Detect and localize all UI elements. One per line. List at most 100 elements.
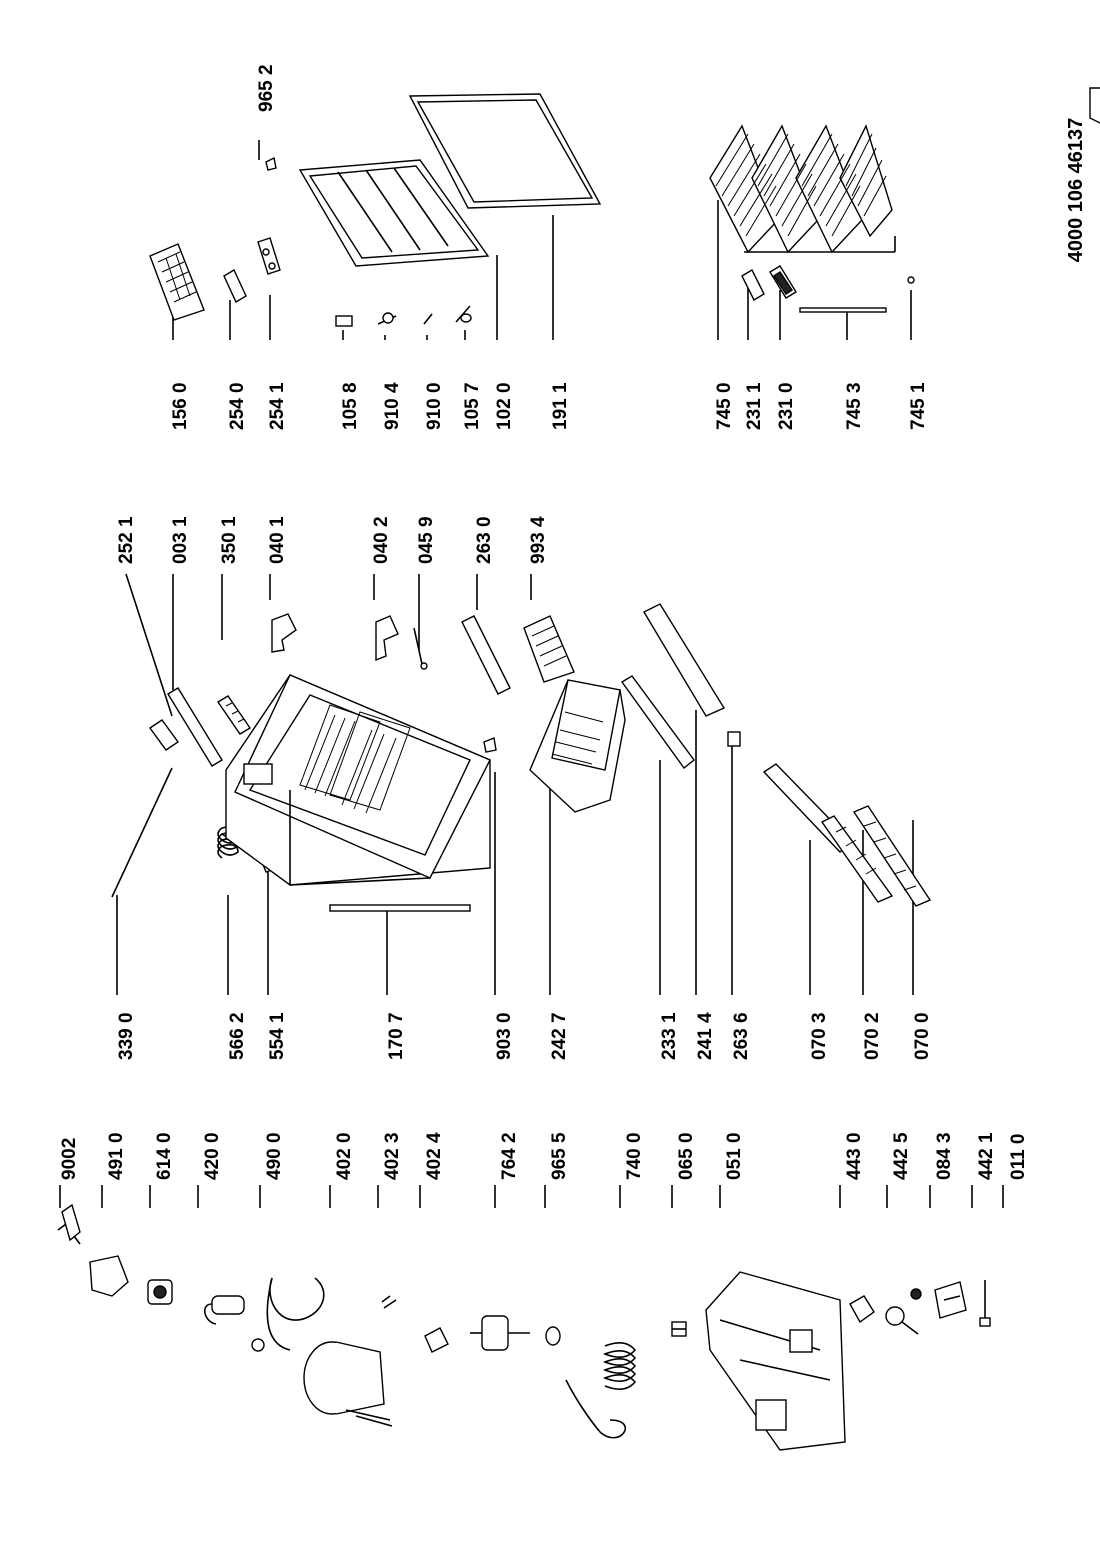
relay-icon — [57, 1203, 81, 1245]
part-label: 965 2 — [256, 64, 277, 112]
part-label: 045 9 — [416, 516, 437, 564]
part-label: 254 1 — [267, 382, 288, 430]
document-number: 4000 106 46137 — [1065, 118, 1087, 263]
switch-icon — [849, 1295, 875, 1324]
part-label: 191 1 — [550, 382, 571, 430]
part-label: 170 7 — [386, 1012, 407, 1060]
rail-drawing — [620, 675, 695, 770]
cabinet-right-parts — [149, 613, 575, 767]
trim-bar-drawing — [167, 687, 223, 767]
part-label: 402 3 — [382, 1132, 403, 1180]
wire-shelves-drawing — [709, 124, 896, 254]
part-label: 252 1 — [116, 516, 137, 564]
part-label: 420 0 — [202, 1132, 223, 1180]
part-label: 554 1 — [267, 1012, 288, 1060]
door-panel-drawing — [298, 159, 490, 267]
hinge-pin-drawing — [413, 627, 428, 670]
overload-protector-icon — [147, 1279, 173, 1305]
part-label: 490 0 — [264, 1132, 285, 1180]
part-label: 254 0 — [227, 382, 248, 430]
compressor-icon — [303, 1341, 393, 1427]
part-label: 442 1 — [976, 1132, 997, 1180]
part-label: 566 2 — [227, 1012, 248, 1060]
door-gasket-drawing — [408, 93, 602, 209]
leader-line — [125, 573, 532, 717]
rod-drawing — [111, 767, 173, 898]
part-label: 084 3 — [934, 1132, 955, 1180]
cover-plate-drawing — [149, 719, 179, 751]
leader-line — [59, 1185, 973, 1208]
part-label: 9002 — [59, 1138, 80, 1180]
cabinet-left-labels: 339 0 566 2 554 1 170 7 903 0 242 7 233 … — [116, 710, 933, 1060]
part-label: 402 4 — [424, 1132, 445, 1180]
part-label: 745 1 — [908, 382, 929, 430]
part-label: 745 0 — [714, 382, 735, 430]
part-label: 242 7 — [549, 1012, 570, 1060]
screw-icon — [979, 1280, 991, 1327]
part-label: 065 0 — [676, 1132, 697, 1180]
part-label: 105 7 — [462, 382, 483, 430]
part-label: 051 0 — [724, 1132, 745, 1180]
part-label: 993 4 — [528, 516, 549, 564]
part-label: 040 2 — [371, 516, 392, 564]
part-label: 910 0 — [424, 382, 445, 430]
part-label: 003 1 — [170, 516, 191, 564]
latch-drawing — [223, 268, 247, 304]
part-label: 241 4 — [695, 1012, 716, 1060]
part-label: 070 0 — [912, 1012, 933, 1060]
service-valve-icon — [545, 1326, 561, 1346]
part-label: 764 2 — [499, 1132, 520, 1180]
small-holder-drawing — [727, 731, 741, 747]
door-hinge-drawing — [257, 237, 281, 275]
handle-drawing — [461, 615, 511, 695]
part-label: 231 0 — [776, 382, 797, 430]
part-label: 105 8 — [340, 382, 361, 430]
shelf-rail-drawing — [799, 307, 887, 313]
part-label: 903 0 — [494, 1012, 515, 1060]
flap-drawing — [643, 603, 726, 717]
part-label: 614 0 — [154, 1132, 175, 1180]
leader-line — [717, 200, 912, 340]
grille-drawing — [820, 815, 894, 903]
bracket-icon — [934, 1281, 967, 1319]
power-cord-icon — [251, 1277, 325, 1352]
stop-drawing — [265, 156, 277, 171]
part-label: 402 0 — [334, 1132, 355, 1180]
part-label: 231 1 — [744, 382, 765, 430]
hinge-bottom-drawing — [375, 615, 399, 662]
clamp-icon — [671, 1321, 687, 1337]
part-label: 233 1 — [659, 1012, 680, 1060]
capacitor-icon — [204, 1295, 245, 1325]
shelves-parts — [709, 124, 915, 313]
cabinet-body-drawing — [225, 674, 491, 886]
cabinet-right-labels: 252 1 003 1 350 1 040 1 040 2 045 9 263 … — [116, 516, 549, 717]
part-label: 965 5 — [549, 1132, 570, 1180]
part-label: 070 2 — [862, 1012, 883, 1060]
shelves-labels: 745 0 231 1 231 0 745 3 745 1 — [714, 200, 929, 430]
part-label: 910 4 — [382, 382, 403, 430]
grommet-icon — [381, 1295, 397, 1309]
thermostat-icon — [885, 1306, 919, 1335]
part-label: 263 6 — [731, 1012, 752, 1060]
hinge-top-drawing — [271, 613, 297, 653]
washer-drawing — [335, 315, 353, 327]
part-label: 350 1 — [219, 516, 240, 564]
hinge-plate-drawing — [217, 695, 251, 735]
cap-drawing — [483, 737, 497, 753]
door-shelf-drawing — [523, 615, 575, 683]
part-label: 745 3 — [844, 382, 865, 430]
plinth-drawing — [852, 805, 932, 907]
door-parts — [149, 93, 602, 327]
drier-filter-icon — [470, 1315, 530, 1351]
door-labels: 156 0 254 0 254 1 105 8 910 4 910 0 105 … — [170, 64, 571, 430]
part-label: 491 0 — [106, 1132, 127, 1180]
part-label: 070 3 — [809, 1012, 830, 1060]
relay-cover-icon — [89, 1255, 129, 1297]
part-label: 443 0 — [844, 1132, 865, 1180]
relay-cover-drawing — [1089, 87, 1100, 124]
shelf-clip-drawing — [741, 269, 765, 301]
leader-line — [116, 710, 914, 995]
part-label: 102 0 — [494, 382, 515, 430]
trim-strip-drawing — [329, 904, 471, 912]
